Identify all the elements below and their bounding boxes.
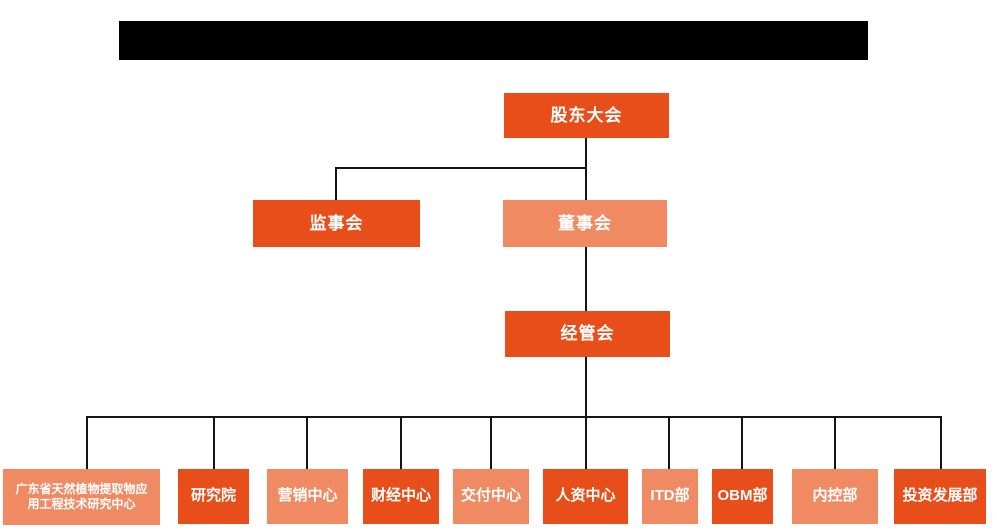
connector-line (335, 167, 337, 200)
connector-drop-line (213, 416, 215, 469)
node-dept-research-center: 广东省天然植物提取物应用工程技术研究中心 (3, 469, 160, 525)
node-management-committee: 经管会 (505, 311, 670, 357)
node-label: 广东省天然植物提取物应用工程技术研究中心 (15, 482, 148, 511)
node-label: 交付中心 (460, 487, 521, 505)
node-label: ITD部 (650, 487, 690, 505)
connector-drop-line (306, 416, 308, 469)
node-dept-internal-control: 内控部 (792, 469, 878, 524)
node-label: 股东大会 (550, 105, 623, 125)
node-label: 经管会 (560, 324, 615, 344)
node-board-of-directors: 董事会 (503, 200, 667, 247)
connector-bus-line (86, 416, 942, 418)
node-label: 研究院 (190, 487, 236, 505)
node-label: OBM部 (717, 487, 768, 505)
node-dept-research-institute: 研究院 (178, 469, 249, 524)
node-label: 财经中心 (370, 487, 431, 505)
connector-drop-line (400, 416, 402, 469)
node-dept-delivery-center: 交付中心 (453, 469, 529, 524)
connector-drop-line (585, 416, 587, 469)
node-dept-marketing-center: 营销中心 (267, 469, 348, 524)
node-supervisory-board: 监事会 (253, 200, 420, 247)
connector-line (585, 138, 587, 200)
node-dept-obm: OBM部 (712, 469, 773, 524)
connector-drop-line (86, 416, 88, 469)
connector-line (335, 167, 587, 169)
node-label: 内控部 (812, 487, 858, 505)
node-dept-investment-development: 投资发展部 (894, 469, 986, 524)
connector-drop-line (490, 416, 492, 469)
connector-drop-line (834, 416, 836, 469)
node-label: 人资中心 (555, 487, 616, 505)
connector-line (585, 357, 587, 417)
node-dept-hr-center: 人资中心 (543, 469, 628, 524)
node-label: 投资发展部 (902, 487, 978, 505)
node-dept-finance-center: 财经中心 (363, 469, 439, 524)
node-label: 营销中心 (277, 487, 338, 505)
node-dept-itd: ITD部 (642, 469, 698, 524)
node-label: 监事会 (309, 213, 364, 233)
connector-drop-line (668, 416, 670, 469)
connector-drop-line (741, 416, 743, 469)
node-label: 董事会 (558, 213, 612, 233)
redacted-title-bar (119, 21, 868, 60)
node-shareholders-meeting: 股东大会 (504, 93, 669, 138)
connector-drop-line (940, 416, 942, 469)
connector-line (585, 247, 587, 311)
